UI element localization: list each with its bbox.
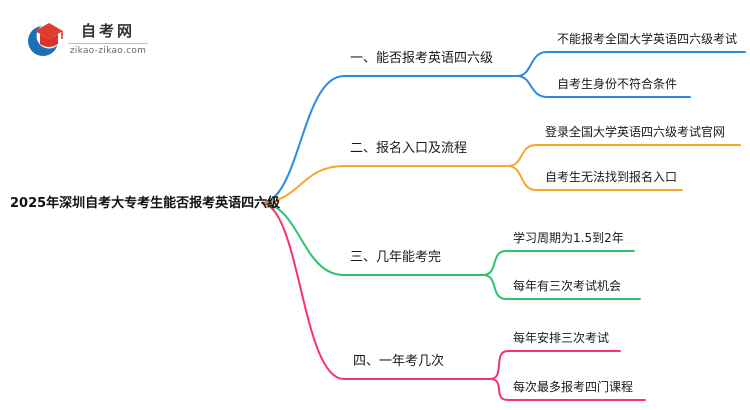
branch-3-child-2-label: 每年有三次考试机会 [513,279,622,293]
site-logo: 自考网 zikao-zikao.com [28,16,148,62]
branch-1-label: 一、能否报考英语四六级 [350,51,494,66]
branch-2-child-1-line [507,144,741,167]
branch-4-child-2-line [489,378,646,401]
branch-1-line [261,75,518,204]
branch-2-child-2-line [507,165,683,191]
branch-1-child-2-line [516,75,691,98]
logo-divider [68,43,148,44]
branch-3-child-1-line [482,250,635,276]
branch-2-child-1-label: 登录全国大学英语四六级考试官网 [545,125,726,139]
site-name: 自考网 [80,22,135,40]
branch-3-child-1-label: 学习周期为1.5到2年 [513,231,624,245]
site-url: zikao-zikao.com [69,46,147,56]
branch-4-child-2-label: 每次最多报考四门课程 [513,380,634,394]
branch-2-child-2-label: 自考生无法找到报名入口 [545,170,678,184]
branch-4-label: 四、一年考几次 [353,354,445,369]
branch-1-child-2-label: 自考生身份不符合条件 [557,77,678,91]
branch-1-child-1-line [516,51,746,77]
branch-2-label: 二、报名入口及流程 [350,141,468,156]
branch-1-child-1-label: 不能报考全国大学英语四六级考试 [557,32,738,46]
branch-3-label: 三、几年能考完 [350,250,442,265]
graduation-cap-icon [28,23,63,56]
branch-4-child-1-label: 每年安排三次考试 [513,331,610,345]
site-logo-text: 自考网 zikao-zikao.com [68,22,148,57]
branch-4-child-1-line [489,350,621,380]
central-topic: 2025年深圳自考大专考生能否报考英语四六级 [10,196,281,211]
branch-4-line [261,202,491,380]
branch-3-child-2-line [482,274,641,300]
branch-3-line [261,202,484,276]
branch-2-line [261,165,509,204]
